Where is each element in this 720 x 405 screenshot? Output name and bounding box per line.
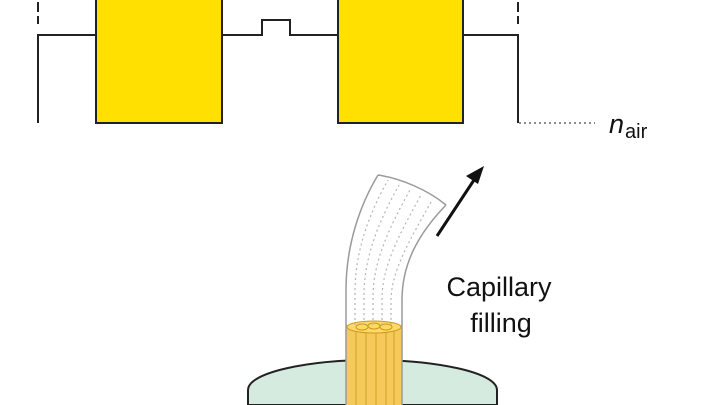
index-profile-line xyxy=(37,19,519,124)
fiber-top-cut xyxy=(377,174,447,206)
n-air-subscript: air xyxy=(625,121,648,143)
process-label: Capillary filling xyxy=(446,272,552,338)
refractive-index-profile: n air xyxy=(37,0,648,143)
boundary-ticks xyxy=(37,2,519,24)
fiber-bundle xyxy=(345,174,447,405)
high-index-region-left xyxy=(96,0,222,123)
filling-direction-arrow xyxy=(435,166,484,237)
high-index-region-right xyxy=(338,0,463,123)
fiber-outline-right xyxy=(401,204,447,405)
n-air-label: n xyxy=(609,109,624,139)
liquid-strands xyxy=(355,330,395,405)
process-label-line2: filling xyxy=(470,308,532,338)
filled-liquid-column xyxy=(346,325,402,405)
liquid-front-cross-section xyxy=(346,320,402,334)
n-symbol: n xyxy=(609,109,624,139)
fiber-outline-left xyxy=(345,174,379,405)
process-label-line1: Capillary xyxy=(446,272,552,302)
empty-capillaries xyxy=(354,179,433,325)
